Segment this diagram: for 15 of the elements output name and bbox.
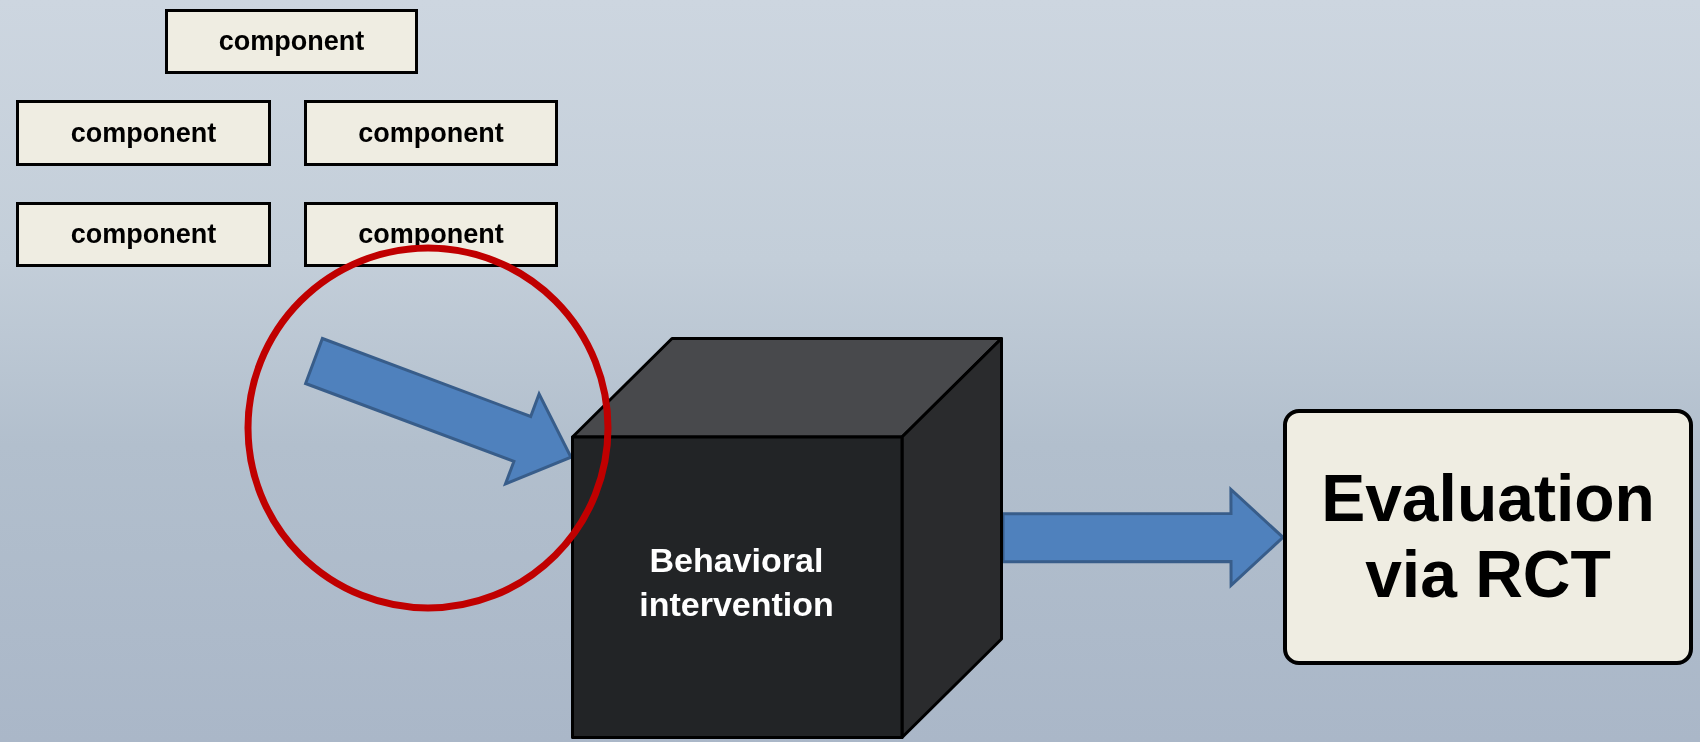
block-arrow bbox=[303, 336, 574, 487]
cube-label: Behavioral intervention bbox=[638, 540, 835, 626]
box-label: component bbox=[70, 117, 217, 149]
component-box bbox=[16, 202, 271, 267]
box-label: component bbox=[70, 219, 217, 250]
block-arrow bbox=[1001, 485, 1286, 589]
component-box bbox=[304, 202, 558, 267]
box-label: component bbox=[358, 219, 504, 250]
box-label: component bbox=[358, 117, 504, 149]
box-label: Evaluation via RCT bbox=[1320, 461, 1656, 613]
component-box bbox=[165, 9, 418, 74]
result-box bbox=[1283, 409, 1693, 665]
box-label: component bbox=[218, 26, 365, 57]
component-box bbox=[16, 100, 271, 166]
component-box bbox=[304, 100, 558, 166]
